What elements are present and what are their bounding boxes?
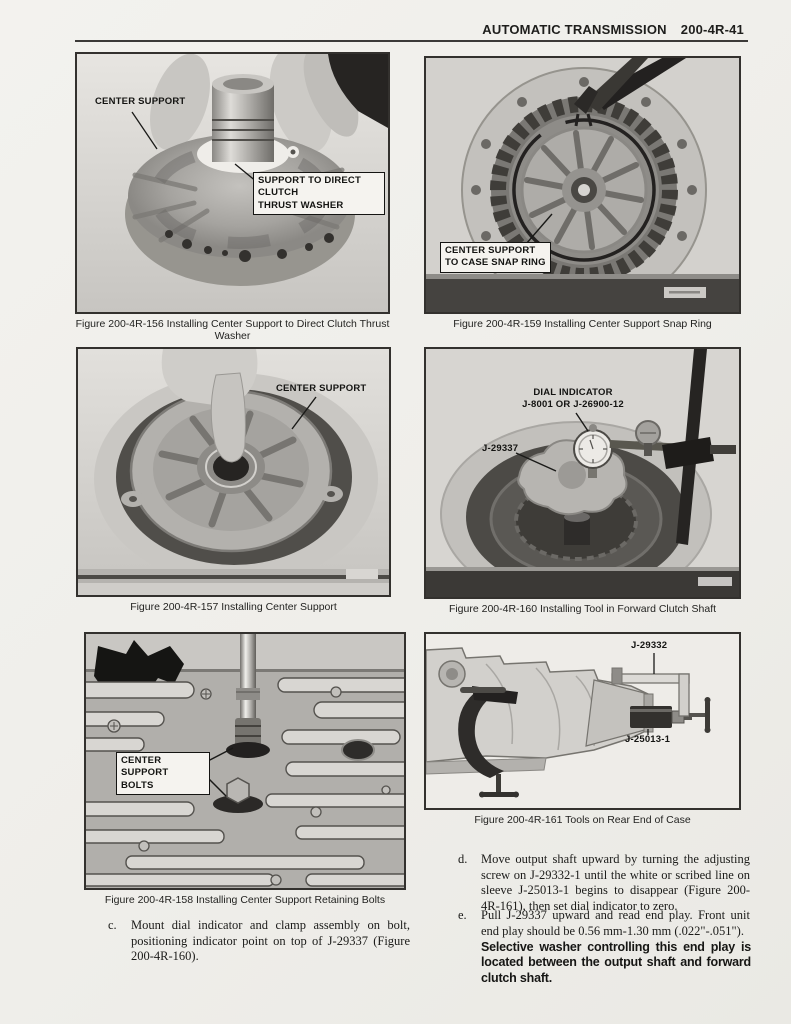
bracket-j29332 xyxy=(611,667,711,733)
bench-edge xyxy=(426,274,739,312)
figure-157-art xyxy=(78,349,389,595)
figure-161-photo: J-29332 J-25013-1 xyxy=(424,632,741,810)
figure-158: CENTER SUPPORT BOLTS Figure 200-4R-158 I… xyxy=(84,632,406,906)
label-center-support: CENTER SUPPORT xyxy=(276,383,367,394)
figure-157-photo: CENTER SUPPORT xyxy=(76,347,391,597)
support-rod-and-clamp xyxy=(662,349,736,545)
figure-157: CENTER SUPPORT Figure 200-4R-157 Install… xyxy=(76,347,391,613)
c-clamp xyxy=(458,686,519,798)
rim-holes xyxy=(165,230,334,262)
header-page-code: 200-4R-41 xyxy=(680,22,744,37)
label-j25013: J-25013-1 xyxy=(625,734,671,745)
label-j29332: J-29332 xyxy=(631,640,668,651)
figure-158-caption: Figure 200-4R-158 Installing Center Supp… xyxy=(104,894,386,906)
figure-160: DIAL INDICATOR J-8001 OR J-26900-12 J-29… xyxy=(424,347,741,615)
figure-158-art xyxy=(86,634,404,888)
socket-extension-on-bolt xyxy=(226,634,270,758)
clutch-hub xyxy=(212,74,274,162)
item-e-marker: e. xyxy=(458,908,467,922)
figure-156-photo: CENTER SUPPORT SUPPORT TO DIRECT CLUTCH … xyxy=(75,52,390,314)
item-e-text: Pull J-29337 upward and read end play. F… xyxy=(481,908,750,938)
hand xyxy=(161,349,258,463)
figure-159: CENTER SUPPORT TO CASE SNAP RING Figure … xyxy=(424,56,741,330)
item-d-marker: d. xyxy=(458,852,468,866)
retaining-bolt xyxy=(213,777,263,813)
figure-159-art xyxy=(426,58,739,312)
label-thrust-washer: SUPPORT TO DIRECT CLUTCH THRUST WASHER xyxy=(253,172,385,216)
selective-washer-note: Selective washer controlling this end pl… xyxy=(481,940,751,985)
figure-160-caption: Figure 200-4R-160 Installing Tool in For… xyxy=(448,603,717,615)
callout-line xyxy=(525,213,553,245)
figure-156: CENTER SUPPORT SUPPORT TO DIRECT CLUTCH … xyxy=(75,52,390,343)
figure-161-caption: Figure 200-4R-161 Tools on Rear End of C… xyxy=(474,814,691,826)
item-c-marker: c. xyxy=(108,918,117,932)
item-c-text: Mount dial indicator and clamp assembly … xyxy=(131,918,410,963)
figure-158-photo: CENTER SUPPORT BOLTS xyxy=(84,632,406,890)
figure-159-caption: Figure 200-4R-159 Installing Center Supp… xyxy=(453,318,712,330)
procedure-item-e: e. Pull J-29337 upward and read end play… xyxy=(458,908,750,939)
header-rule xyxy=(75,40,748,42)
procedure-item-c: c. Mount dial indicator and clamp assemb… xyxy=(108,918,410,965)
callout-lines xyxy=(515,412,589,472)
page-header: AUTOMATIC TRANSMISSION 200-4R-41 xyxy=(482,22,744,37)
hand-holding-hub xyxy=(150,54,388,153)
item-d-text: Move output shaft upward by turning the … xyxy=(481,852,750,913)
label-snap-ring: CENTER SUPPORT TO CASE SNAP RING xyxy=(440,242,551,273)
figure-160-art xyxy=(426,349,739,597)
figure-159-photo: CENTER SUPPORT TO CASE SNAP RING xyxy=(424,56,741,314)
figure-160-photo: DIAL INDICATOR J-8001 OR J-26900-12 J-29… xyxy=(424,347,741,599)
dial-indicator xyxy=(573,424,613,478)
bench-rail xyxy=(78,569,389,595)
label-center-support-bolts: CENTER SUPPORT BOLTS xyxy=(116,752,210,796)
procedure-item-d: d. Move output shaft upward by turning t… xyxy=(458,852,750,914)
valve-body-channels xyxy=(86,677,404,887)
bench-edge xyxy=(426,567,739,597)
callout-line xyxy=(291,396,317,430)
callout-lines xyxy=(647,653,655,735)
label-dial-indicator: DIAL INDICATOR J-8001 OR J-26900-12 xyxy=(522,387,624,411)
header-title: AUTOMATIC TRANSMISSION xyxy=(482,22,667,37)
label-j29337: J-29337 xyxy=(482,443,519,454)
figure-161-art xyxy=(426,634,739,808)
snap-ring-pliers xyxy=(574,58,686,127)
figure-156-art xyxy=(77,54,388,312)
figure-161: J-29332 J-25013-1 Figure 200-4R-161 Tool… xyxy=(424,632,741,826)
center-support xyxy=(121,389,343,553)
figure-157-caption: Figure 200-4R-157 Installing Center Supp… xyxy=(130,601,337,613)
label-center-support: CENTER SUPPORT xyxy=(95,96,186,107)
figure-156-caption: Figure 200-4R-156 Installing Center Supp… xyxy=(75,318,390,343)
